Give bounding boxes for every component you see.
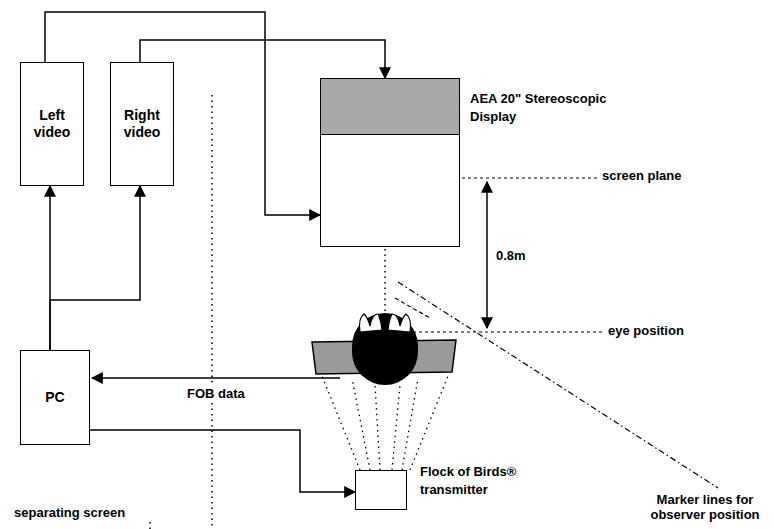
marker-line <box>398 282 718 488</box>
connector <box>45 12 320 215</box>
field-lines <box>322 376 448 470</box>
observer-figure <box>312 313 456 385</box>
box-text: PC <box>45 389 64 406</box>
note-label: Marker lines for observer position <box>640 492 770 522</box>
leader-line <box>149 522 151 529</box>
display-upper <box>320 78 460 135</box>
separating-screen <box>211 95 213 529</box>
fob-data-arrow <box>92 377 340 379</box>
transmitter-label: Flock of Birds® transmitter <box>420 463 530 499</box>
pc-box: PC <box>20 350 90 445</box>
note-label: separating screen <box>14 505 125 520</box>
view-line <box>384 249 386 318</box>
connector <box>50 186 140 350</box>
video-box: Left video <box>20 62 84 186</box>
box-text: Right video <box>115 107 169 141</box>
display-lower <box>320 134 460 247</box>
marker-line <box>395 298 430 318</box>
connector <box>140 40 385 78</box>
signal-label: FOB data <box>185 386 247 401</box>
eye-position-line <box>395 332 604 333</box>
dimension-label: 0.8m <box>496 248 526 263</box>
transmitter-box: Flock of Birds® transmitter <box>355 470 407 510</box>
box-text: Left video <box>25 107 79 141</box>
dimension-arrow <box>486 182 488 328</box>
connector <box>90 430 355 492</box>
plane-label: screen plane <box>602 168 682 183</box>
plane-label: eye position <box>608 323 684 338</box>
video-box: Right video <box>110 62 174 186</box>
screen-plane-line <box>462 178 600 179</box>
display-heading: AEA 20" Stereoscopic Display <box>470 90 620 126</box>
stereo-display: AEA 20" Stereoscopic Display <box>320 78 460 247</box>
